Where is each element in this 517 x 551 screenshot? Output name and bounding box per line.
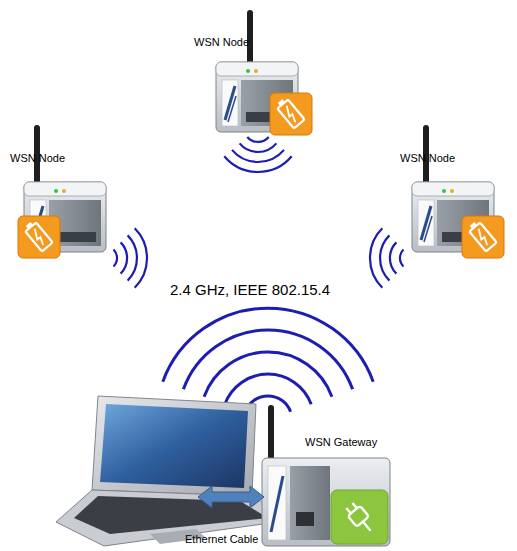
- device-node: WSN Node: [8, 152, 120, 262]
- wave-arc: [247, 137, 268, 142]
- wave-arc: [121, 242, 127, 273]
- radio-waves: [114, 137, 404, 288]
- wave-arc: [128, 235, 137, 280]
- wave-arc: [232, 150, 284, 162]
- ethernet-arrow: [198, 486, 264, 508]
- node-label: WSN Node: [194, 36, 316, 49]
- plug-icon: [343, 500, 376, 536]
- power-badge: [331, 490, 388, 544]
- wave-arc: [390, 242, 396, 273]
- wsn-node-device: [18, 125, 106, 258]
- device-node: WSN Gateway: [258, 436, 394, 548]
- wave-arc: [135, 228, 147, 287]
- wave-arc: [225, 374, 311, 404]
- node-label: WSN Gateway: [305, 436, 394, 449]
- wave-arc: [380, 235, 389, 280]
- gateway-waves: [163, 308, 373, 412]
- wave-arc: [224, 156, 291, 172]
- wave-arc: [240, 143, 277, 152]
- wave-arc: [400, 250, 404, 267]
- frequency-label: 2.4 GHz, IEEE 802.15.4: [170, 281, 330, 298]
- gateway-body: [262, 458, 390, 546]
- node-label: WSN Node: [10, 152, 120, 165]
- wsn-node-device: [216, 10, 312, 135]
- wave-arc: [183, 330, 352, 389]
- laptop-screen: [100, 404, 248, 488]
- battery-badge: [462, 216, 504, 258]
- wave-arc: [370, 228, 382, 287]
- wsn-node-device: [412, 125, 504, 258]
- wave-arc: [114, 250, 118, 267]
- battery-badge: [270, 93, 312, 135]
- gateway-face: [290, 466, 330, 540]
- cable-label: Ethernet Cable: [185, 533, 258, 545]
- laptop: [56, 396, 292, 546]
- laptop-lid: [92, 396, 256, 496]
- battery-badge: [18, 216, 60, 258]
- gateway-device: [262, 405, 390, 546]
- wave-arc: [163, 308, 373, 382]
- logo-mark: [271, 476, 283, 532]
- node-label: WSN Node: [400, 152, 510, 165]
- wave-arc: [204, 352, 332, 397]
- device-node: WSN Node: [190, 36, 316, 140]
- ethernet-port: [296, 512, 314, 526]
- gateway-label-strip: [268, 466, 286, 540]
- device-node: WSN Node: [398, 152, 510, 266]
